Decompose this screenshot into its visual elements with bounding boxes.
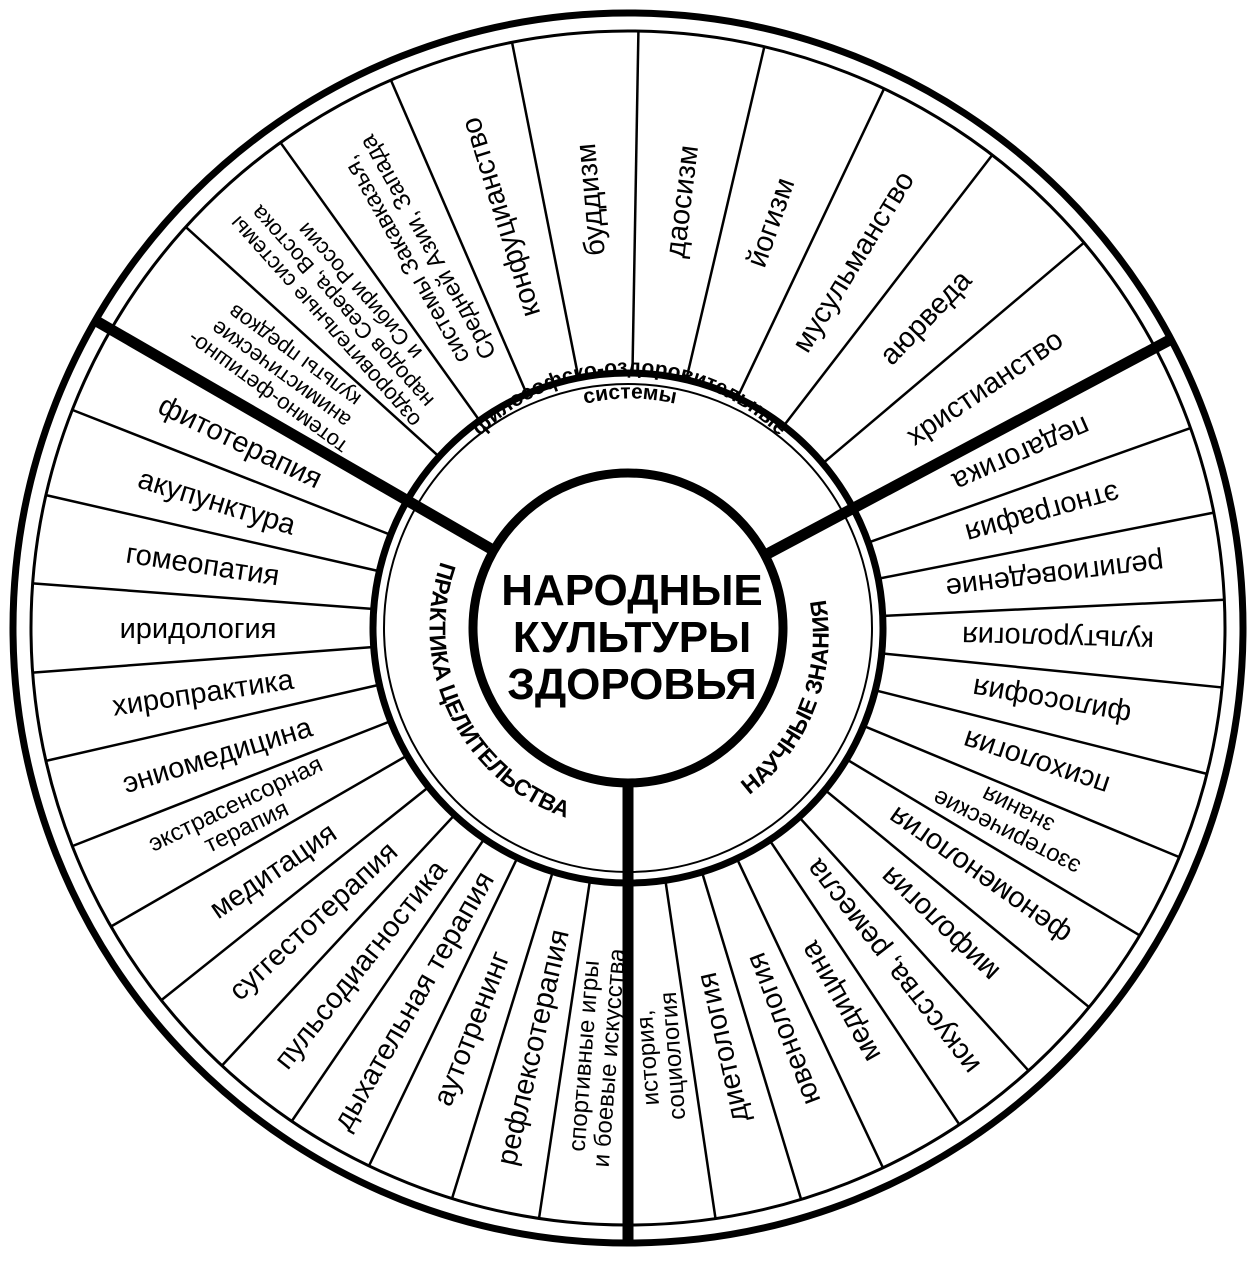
spoke-line (798, 816, 1030, 1072)
spoke-line (874, 689, 1208, 776)
spoke-label-line: диетология (691, 969, 756, 1125)
spoke-line (184, 226, 440, 458)
spoke-label-philosophy-8: аюрведа (874, 264, 979, 372)
spoke-line (631, 31, 640, 374)
center-title-line-2: КУЛЬТУРЫ (513, 613, 751, 662)
spoke-line (290, 837, 486, 1122)
spoke-label-science-4: философия (970, 671, 1133, 730)
spoke-line (700, 871, 803, 1200)
spoke-label-science-12: диетология (691, 969, 756, 1125)
spoke-line (862, 724, 1180, 859)
spoke-label-line: религиоведение (944, 546, 1166, 604)
spoke-line (685, 46, 766, 381)
spoke-line (45, 493, 380, 573)
sector-divider-science (762, 334, 1174, 561)
spoke-line (389, 79, 528, 395)
spoke-line (537, 879, 592, 1219)
spoke-label-line: иридология (120, 613, 277, 645)
spoke-line (279, 141, 481, 422)
spoke-label-line: хиропрактика (110, 664, 296, 723)
spoke-label-science-5: психология (959, 723, 1113, 801)
spoke-line (824, 788, 1090, 1009)
spoke-line (845, 758, 1141, 937)
spoke-line (71, 408, 392, 537)
spoke-line (367, 857, 519, 1167)
center-title: НАРОДНЫЕ КУЛЬТУРЫ ЗДОРОВЬЯ (501, 566, 763, 709)
spoke-label-line: аюрведа (874, 264, 979, 372)
spoke-line (160, 786, 430, 1002)
spoke-label-line: психология (959, 723, 1113, 801)
sector-dividers (92, 315, 1174, 1243)
spoke-label-line: даосизм (659, 143, 705, 259)
center-title-line-1: НАРОДНЫЕ (501, 566, 763, 615)
spoke-line (510, 42, 580, 379)
spoke-dividers (32, 31, 1225, 1219)
spoke-line (768, 839, 961, 1126)
spoke-label-line: йогизм (741, 174, 802, 272)
spoke-label-line: философия (970, 671, 1133, 730)
spoke-line (877, 511, 1214, 580)
spoke-line (881, 652, 1223, 689)
spoke-label-practice-11: гомеопатия (124, 538, 282, 593)
spoke-line (45, 683, 380, 763)
spoke-line (32, 645, 374, 674)
spoke-label-science-2: религиоведение (944, 546, 1166, 604)
spoke-line (32, 582, 374, 611)
sector-divider-philosophy (92, 315, 497, 556)
spoke-line (71, 719, 392, 848)
spoke-label-line: буддизм (570, 142, 612, 257)
spoke-label-science-3: культурология (962, 620, 1155, 657)
spoke-line (867, 426, 1191, 544)
spoke-label-philosophy-6: йогизм (741, 174, 802, 272)
spoke-label-line: гомеопатия (124, 538, 282, 593)
spoke-line (664, 880, 717, 1219)
spoke-label-line: культурология (962, 620, 1155, 657)
spoke-line (221, 814, 456, 1067)
spoke-label-practice-10: иридология (120, 613, 277, 645)
spoke-line (450, 871, 555, 1199)
spoke-label-science-13: история,социология (630, 991, 691, 1123)
spoke-line (735, 858, 885, 1169)
spoke-label-philosophy-4: буддизм (570, 142, 612, 257)
spoke-line (782, 154, 994, 427)
center-title-line-3: ЗДОРОВЬЯ (507, 660, 756, 709)
spoke-label-practice-0: спортивные игрыи боевые искусства (563, 945, 632, 1168)
sector-title-philosophy-line-2: системы (581, 380, 679, 408)
spoke-line (821, 241, 1085, 465)
spoke-label-practice-9: хиропрактика (110, 664, 296, 723)
spoke-line (882, 598, 1225, 618)
spoke-line (736, 88, 886, 399)
spoke-line (110, 754, 408, 928)
spoke-label-philosophy-5: даосизм (659, 143, 705, 259)
